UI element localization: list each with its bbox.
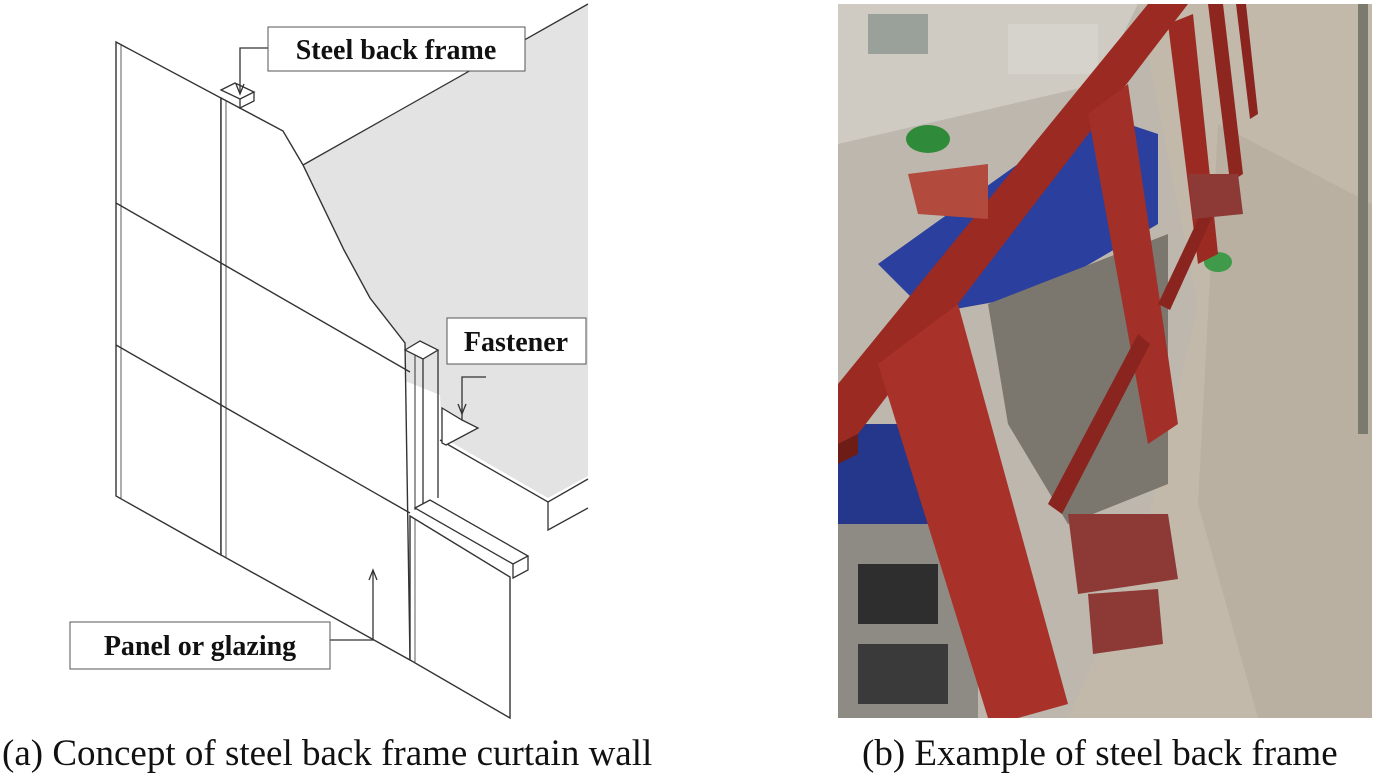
frame-post-5: [1236, 4, 1258, 119]
panel-middle: [220, 96, 411, 662]
panel-lower-right: [409, 514, 511, 720]
leader-panel: [330, 568, 378, 641]
caption-b: (b) Example of steel back frame: [862, 733, 1338, 774]
label-fastener: Fastener: [464, 327, 568, 358]
concept-diagram: Steel back frame Fastener Panel or glazi…: [69, 3, 589, 720]
frame-post-2: [1088, 84, 1178, 444]
floor-slab: [303, 4, 588, 498]
label-box-fastener: [446, 317, 587, 365]
leader-steel-back-frame: [235, 47, 268, 96]
leader-fastener: [457, 376, 486, 416]
panel-left: [115, 40, 222, 557]
frame-post-4: [1208, 4, 1243, 182]
base-plate-3: [1188, 174, 1243, 219]
photo-illustration: [838, 4, 1372, 718]
label-box-steel-back-frame: [267, 26, 526, 72]
steel-back-frame-tube-top: [219, 82, 256, 100]
curtain-wall-drawing: Steel back frame Fastener Panel or glazi…: [69, 3, 589, 720]
label-panel: Panel or glazing: [104, 631, 296, 662]
base-plate-1: [1068, 514, 1178, 594]
frame-post-1: [878, 304, 1068, 718]
label-box-panel: [69, 621, 331, 670]
steel-frame-photo: [838, 4, 1372, 718]
base-plate-2: [1088, 589, 1163, 654]
caption-a: (a) Concept of steel back frame curtain …: [2, 733, 653, 774]
label-steel-back-frame: Steel back frame: [296, 35, 497, 66]
fastener-bracket: [441, 406, 480, 446]
